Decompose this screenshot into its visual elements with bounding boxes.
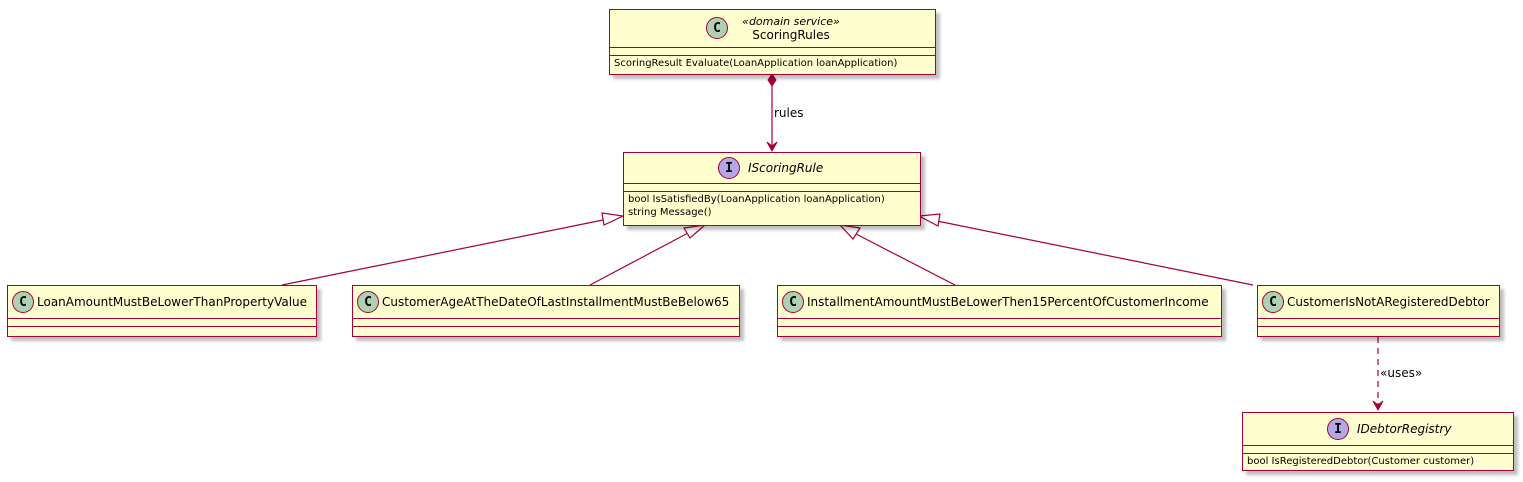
scoring-rules-stereotype: «domain service»	[742, 15, 840, 28]
class-badge-icon: C	[782, 291, 804, 313]
iscoring-rule-header: I IScoringRule	[624, 153, 920, 183]
not-registered-debtor-rule-class[interactable]: C CustomerIsNotARegisteredDebtor	[1257, 285, 1500, 337]
iscoring-rule-name: IScoringRule	[748, 161, 824, 175]
method-message: string Message()	[628, 206, 712, 218]
method-is-satisfied-by: bool IsSatisfiedBy(LoanApplication loanA…	[628, 194, 885, 205]
installment-amount-rule-class[interactable]: C InstallmentAmountMustBeLowerThen15Perc…	[777, 285, 1222, 337]
scoring-rules-methods: ScoringResult Evaluate(LoanApplication l…	[610, 55, 935, 74]
generalization-arrowhead-customer-age	[683, 224, 707, 239]
generalization-arrowhead-installment-amount	[838, 224, 862, 240]
loan-amount-rule-name: LoanAmountMustBeLowerThanPropertyValue	[37, 295, 308, 309]
generalization-arrowhead-not-registered-debtor	[916, 213, 941, 227]
class-badge-icon: C	[12, 291, 34, 313]
iscoring-rule-interface[interactable]: I IScoringRule bool IsSatisfiedBy(LoanAp…	[623, 152, 921, 226]
generalization-edge-not-registered-debtor	[936, 220, 1254, 286]
interface-badge-icon: I	[718, 157, 740, 179]
generalization-arrowhead-loan-amount	[601, 212, 626, 226]
class-badge-icon: C	[1262, 291, 1284, 313]
idebtor-registry-name: IDebtorRegistry	[1357, 422, 1452, 436]
composition-label: rules	[774, 106, 804, 120]
generalization-edge-installment-amount	[855, 233, 956, 286]
customer-age-rule-class[interactable]: C CustomerAgeAtTheDateOfLastInstallmentM…	[352, 285, 740, 337]
idebtor-registry-header: I IDebtorRegistry	[1243, 413, 1513, 445]
not-registered-debtor-rule-name: CustomerIsNotARegisteredDebtor	[1287, 295, 1490, 309]
loan-amount-rule-class[interactable]: C LoanAmountMustBeLowerThanPropertyValue	[7, 285, 317, 337]
iscoring-rule-methods: bool IsSatisfiedBy(LoanApplication loanA…	[624, 191, 920, 222]
customer-age-rule-name: CustomerAgeAtTheDateOfLastInstallmentMus…	[382, 295, 730, 309]
generalization-edge-loan-amount	[281, 219, 604, 286]
idebtor-registry-interface[interactable]: I IDebtorRegistry bool IsRegisteredDebto…	[1242, 412, 1514, 471]
method-is-registered-debtor: bool IsRegisteredDebtor(Customer custome…	[1247, 456, 1475, 467]
uses-label: «uses»	[1380, 366, 1423, 380]
scoring-rules-header: C «domain service» ScoringRules	[610, 10, 935, 47]
scoring-rules-class[interactable]: C «domain service» ScoringRules ScoringR…	[609, 9, 936, 75]
dependency-arrowhead-uses	[1372, 400, 1384, 412]
method-evaluate: ScoringResult Evaluate(LoanApplication l…	[614, 58, 898, 69]
class-badge-icon: C	[706, 17, 728, 39]
composition-diamond	[767, 73, 777, 87]
scoring-rules-name: ScoringRules	[752, 28, 830, 42]
generalization-edge-customer-age	[589, 232, 689, 286]
composition-arrowhead	[766, 141, 778, 153]
installment-amount-rule-name: InstallmentAmountMustBeLowerThen15Percen…	[807, 295, 1209, 309]
idebtor-registry-methods: bool IsRegisteredDebtor(Customer custome…	[1243, 453, 1513, 472]
class-badge-icon: C	[357, 291, 379, 313]
interface-badge-icon: I	[1327, 418, 1349, 440]
